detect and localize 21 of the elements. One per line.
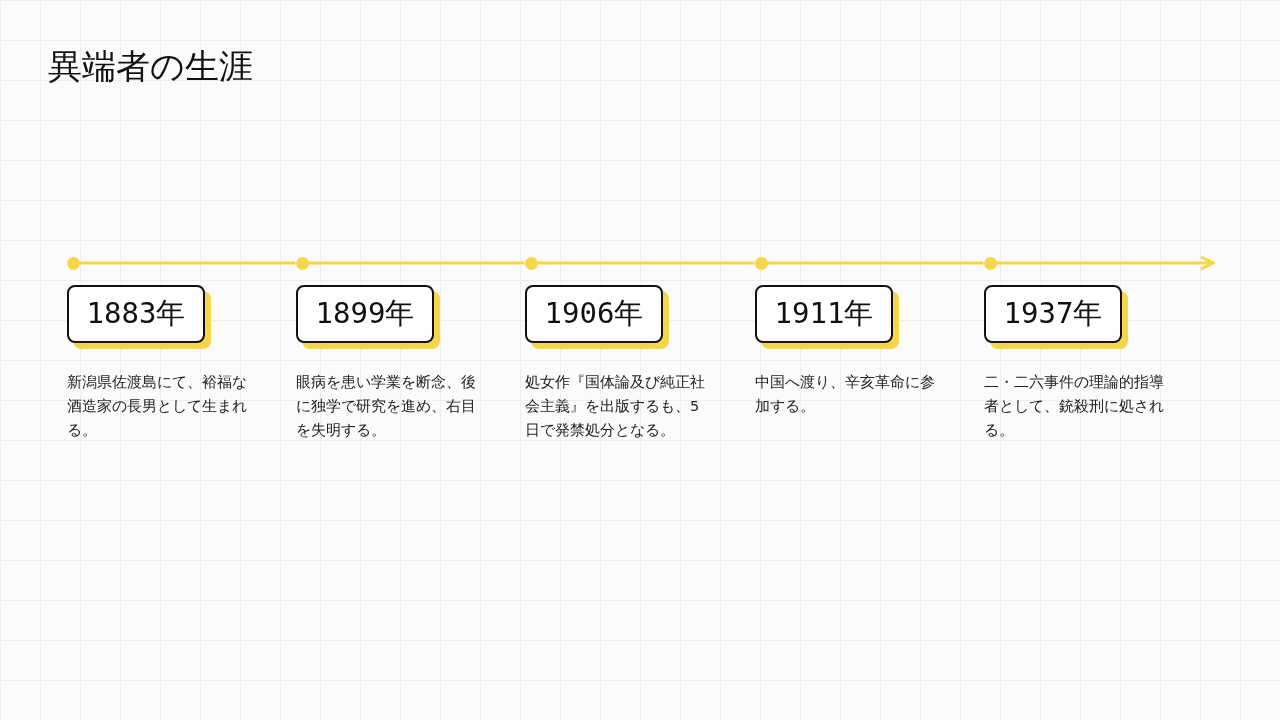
timeline-dot xyxy=(524,256,538,270)
year-text: 1883年 xyxy=(86,295,186,332)
year-text: 1937年 xyxy=(1003,295,1103,332)
event-description: 二・二六事件の理論的指導者として、銃殺刑に処される。 xyxy=(984,373,1165,440)
event-description: 処女作『国体論及び純正社会主義』を出版するも、5日で発禁処分となる。 xyxy=(525,373,706,440)
year-text: 1906年 xyxy=(544,295,644,332)
timeline-line xyxy=(537,261,755,265)
event-description: 新潟県佐渡島にて、裕福な酒造家の長男として生まれる。 xyxy=(67,373,248,440)
year-text: 1911年 xyxy=(774,295,874,332)
timeline-dot xyxy=(983,256,997,270)
timeline-dot xyxy=(66,256,80,270)
timeline-line xyxy=(79,261,296,265)
slide-title: 異端者の生涯 xyxy=(48,45,253,88)
timeline-line xyxy=(767,261,984,265)
year-text: 1899年 xyxy=(315,295,415,332)
timeline-arrow xyxy=(996,255,1215,271)
timeline-dot xyxy=(754,256,768,270)
event-description: 中国へ渡り、辛亥革命に参加する。 xyxy=(755,373,936,416)
timeline-dot xyxy=(295,256,309,270)
timeline-line xyxy=(308,261,525,265)
event-description: 眼病を患い学業を断念、後に独学で研究を進め、右目を失明する。 xyxy=(296,373,477,440)
